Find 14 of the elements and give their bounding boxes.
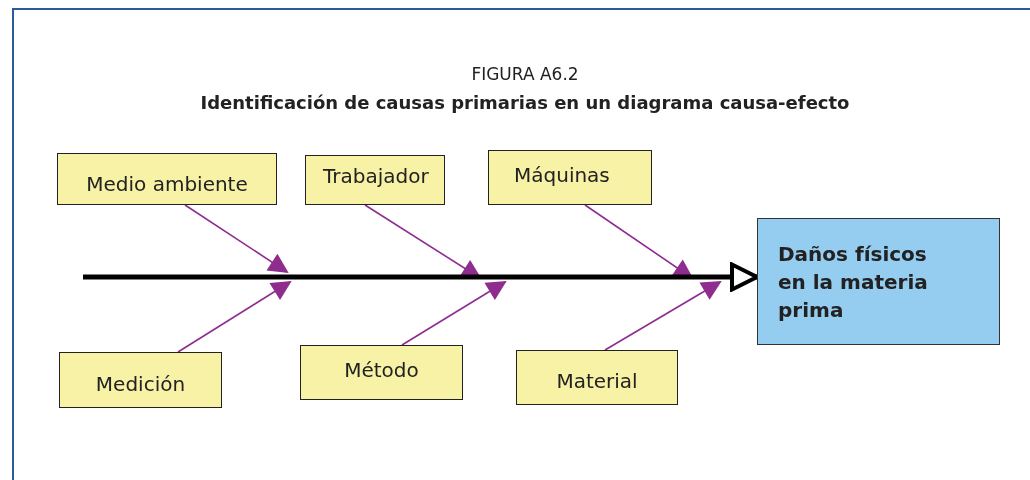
cause-box: Máquinas [488, 150, 652, 205]
cause-arrow [184, 204, 289, 274]
spine-arrow [83, 262, 759, 292]
cause-arrow [401, 280, 507, 346]
cause-box: Material [516, 350, 678, 405]
cause-box: Medio ambiente [57, 153, 277, 205]
cause-arrow [604, 281, 722, 351]
cause-arrow [177, 280, 292, 353]
cause-box: Método [300, 345, 463, 400]
figure-title: Identificación de causas primarias en un diagrama causa-efecto [199, 92, 851, 113]
cause-box: Trabajador [305, 155, 445, 205]
cause-box: Medición [59, 352, 222, 408]
effect-box: Daños físicos en la materia prima [757, 218, 1000, 345]
figure-number: FIGURA A6.2 [470, 64, 580, 84]
